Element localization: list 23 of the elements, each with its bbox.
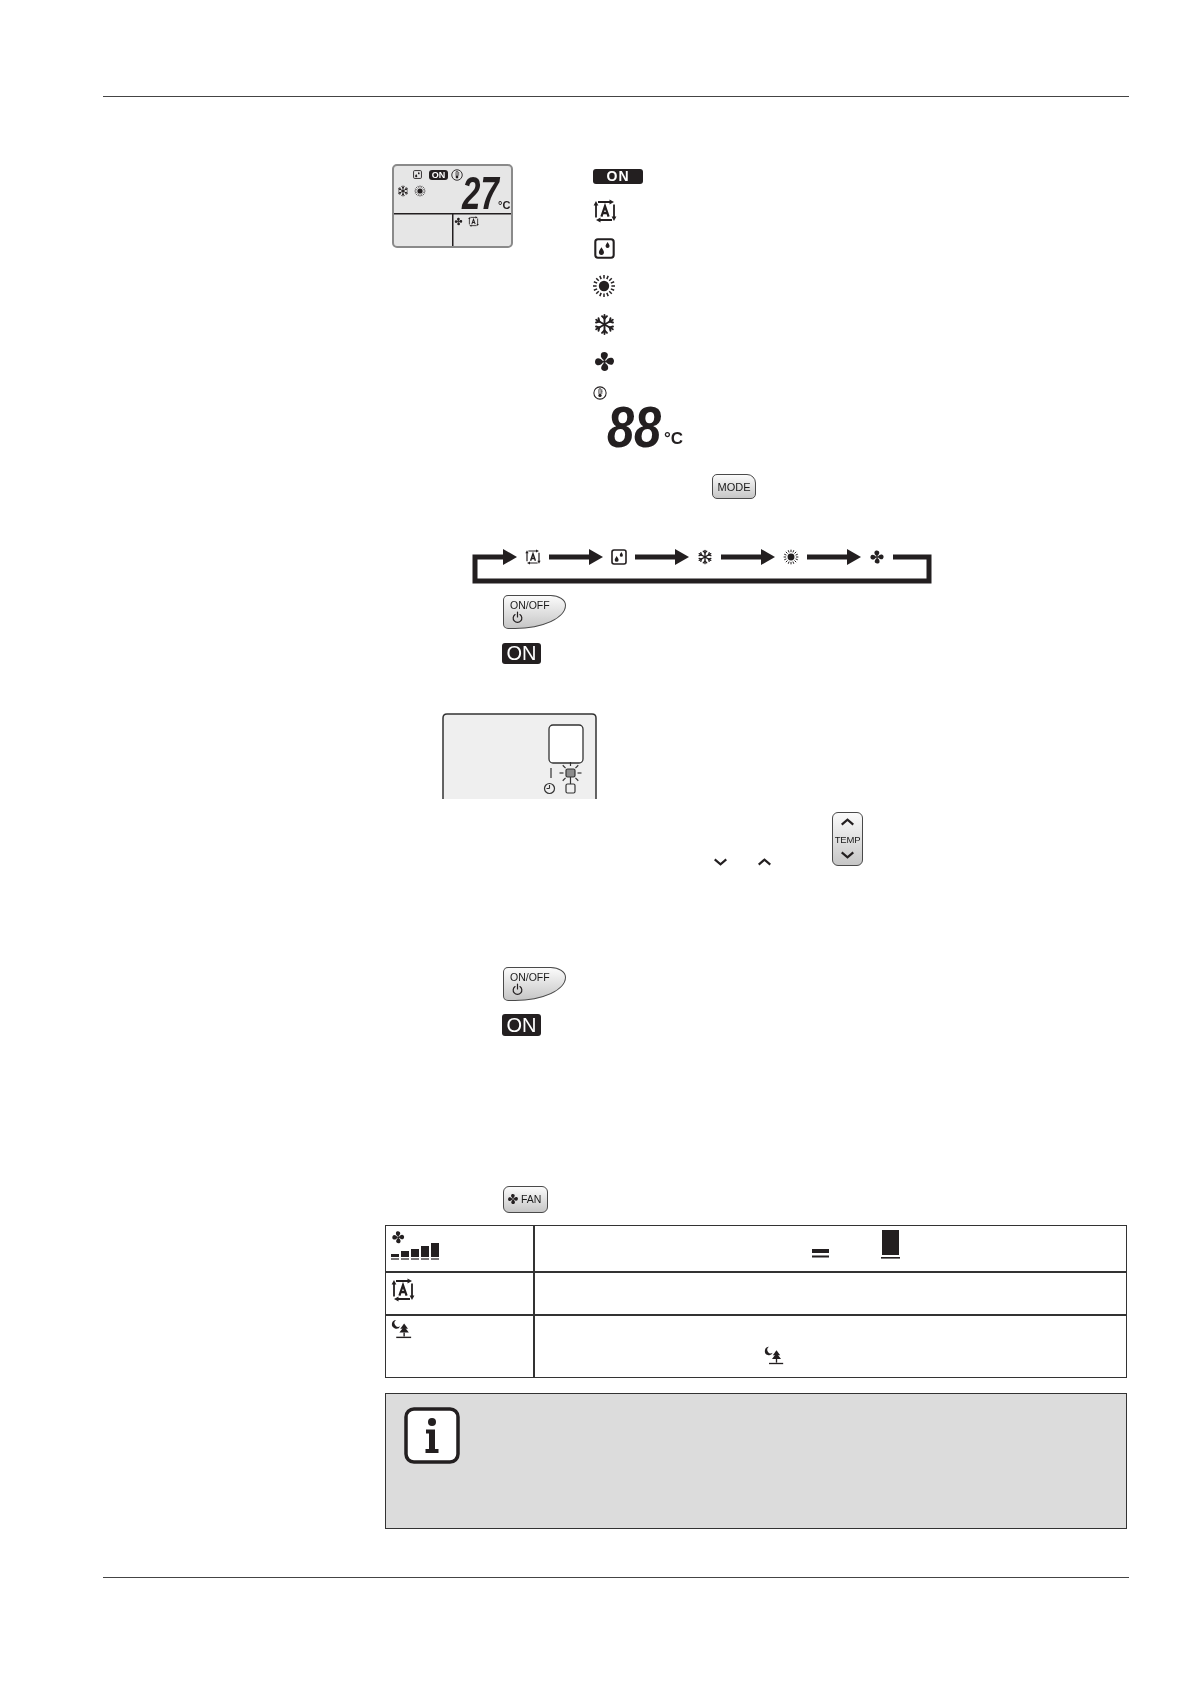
on-indicator: ON	[502, 1014, 541, 1036]
on-indicator: ON	[502, 643, 541, 664]
temperature-readout: 88	[607, 404, 662, 450]
on-indicator: ON	[429, 170, 448, 180]
unit-label: °C	[498, 200, 511, 211]
fan-button: FAN	[503, 1186, 548, 1213]
auto-icon	[525, 549, 541, 565]
fan-icon	[869, 549, 885, 565]
mode-button: MODE	[712, 474, 756, 499]
arrow	[549, 549, 603, 565]
temperature-readout: 27	[462, 174, 499, 212]
arrow	[635, 549, 689, 565]
droplets-icon	[611, 549, 627, 565]
arrow	[721, 549, 775, 565]
unit-label: °C	[664, 430, 684, 447]
on-indicator: ON	[593, 169, 643, 184]
arrow	[807, 549, 861, 565]
sun-icon	[783, 549, 799, 565]
snowflake-icon	[697, 549, 713, 565]
on-off-button: ON/OFF	[503, 967, 566, 1001]
on-off-button: ON/OFF	[503, 595, 566, 629]
temp-button: TEMP	[832, 812, 863, 866]
loop-arrow	[472, 549, 932, 584]
